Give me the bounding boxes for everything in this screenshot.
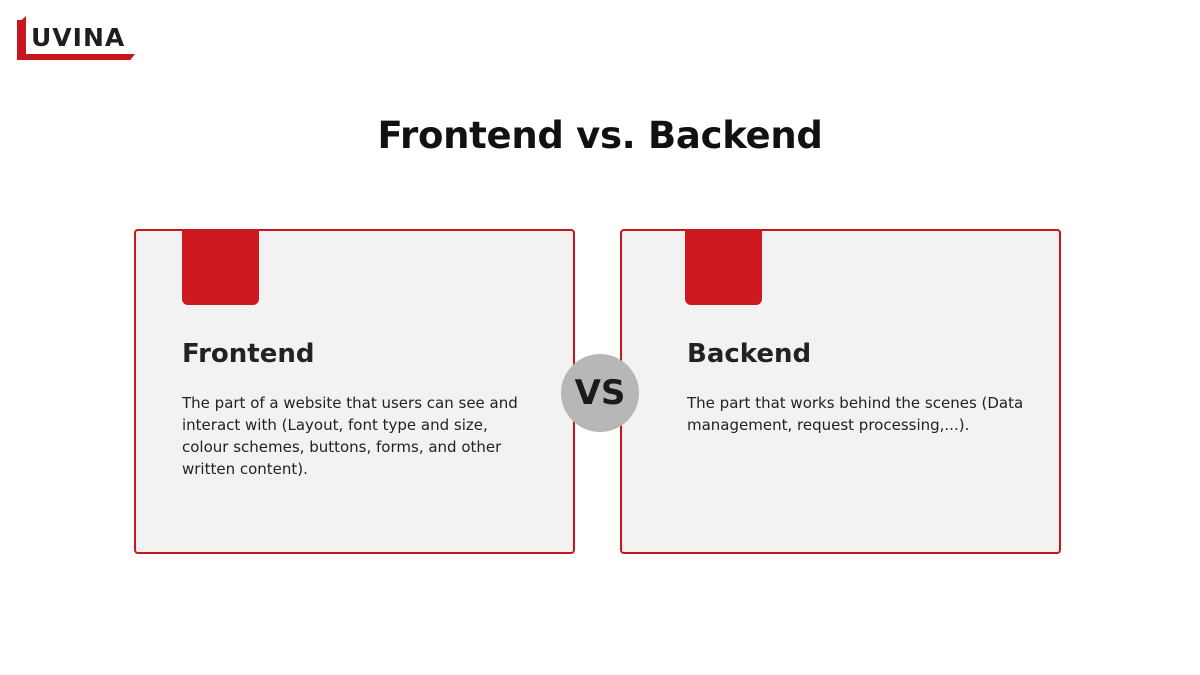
frontend-card: Frontend The part of a website that user…	[134, 229, 575, 554]
backend-card: Backend The part that works behind the s…	[620, 229, 1061, 554]
logo-text: UVINA	[31, 23, 126, 52]
card-heading: Backend	[687, 339, 812, 369]
card-heading: Frontend	[182, 339, 315, 369]
card-accent-tab	[182, 229, 259, 305]
logo-bracket-vertical	[17, 20, 26, 60]
page-title: Frontend vs. Backend	[377, 114, 823, 157]
card-description: The part of a website that users can see…	[182, 394, 518, 478]
luvina-logo: UVINA	[17, 16, 135, 62]
vs-badge: VS	[561, 354, 639, 432]
card-accent-tab	[685, 229, 762, 305]
logo-bracket-horizontal	[17, 54, 135, 60]
card-description: The part that works behind the scenes (D…	[687, 394, 1024, 434]
logo-bracket-slant	[17, 16, 26, 24]
